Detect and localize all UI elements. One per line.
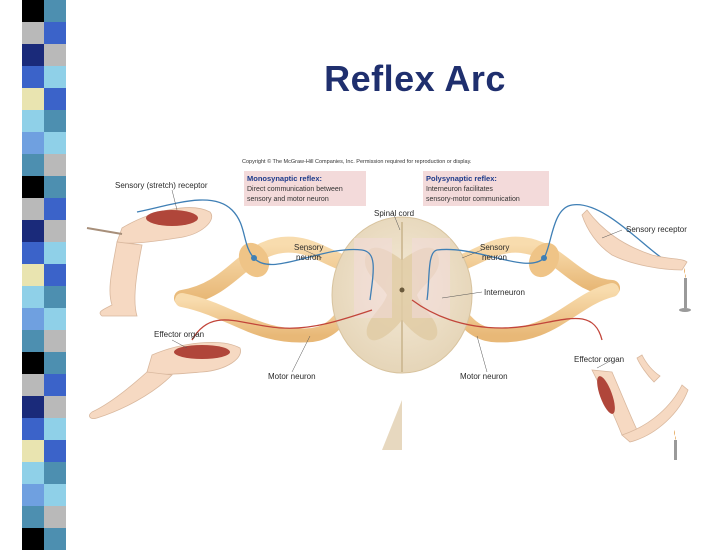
- slide-title: Reflex Arc: [324, 58, 506, 99]
- monosynaptic-box: Monosynaptic reflex: Direct communicatio…: [244, 171, 366, 206]
- spinal-cord-section: [331, 216, 473, 450]
- strip-cell: [22, 88, 44, 110]
- leg-illustration-lower: [89, 342, 241, 419]
- strip-cell: [22, 462, 44, 484]
- arm-illustration-upper: [581, 209, 691, 312]
- strip-cell: [44, 88, 66, 110]
- strip-cell: [22, 484, 44, 506]
- label-sensory-neuron-left-2: neuron: [296, 253, 321, 262]
- strip-cell: [44, 264, 66, 286]
- strip-cell: [22, 242, 44, 264]
- strip-cell: [22, 352, 44, 374]
- label-interneuron: Interneuron: [484, 288, 525, 297]
- monosynaptic-line-2: sensory and motor neuron: [247, 196, 329, 203]
- strip-cell: [44, 330, 66, 352]
- strip-cell: [22, 176, 44, 198]
- polysynaptic-title: Polysynaptic reflex:: [426, 174, 497, 183]
- label-motor-neuron-left: Motor neuron: [268, 372, 316, 381]
- label-sensory-neuron-right-2: neuron: [482, 253, 507, 262]
- strip-cell: [44, 396, 66, 418]
- label-sensory-neuron-left-1: Sensory: [294, 243, 323, 252]
- strip-cell: [44, 132, 66, 154]
- leg-illustration-upper: [86, 207, 213, 317]
- strip-cell: [44, 220, 66, 242]
- strip-cell: [22, 154, 44, 176]
- strip-cell: [44, 528, 66, 550]
- strip-cell: [22, 110, 44, 132]
- strip-cell: [22, 418, 44, 440]
- polysynaptic-line-2: sensory-motor communication: [426, 196, 520, 203]
- label-motor-neuron-right: Motor neuron: [460, 372, 508, 381]
- strip-cell: [22, 0, 44, 22]
- strip-cell: [44, 22, 66, 44]
- label-leader-lines: [171, 189, 623, 373]
- label-sensory-neuron-right-1: Sensory: [480, 243, 509, 252]
- strip-cell: [44, 440, 66, 462]
- strip-cell: [22, 264, 44, 286]
- strip-cell: [22, 22, 44, 44]
- strip-cell: [22, 66, 44, 88]
- strip-cell: [44, 506, 66, 528]
- strip-cell: [44, 418, 66, 440]
- strip-cell: [22, 440, 44, 462]
- strip-cell: [22, 308, 44, 330]
- strip-cell: [22, 286, 44, 308]
- strip-cell: [22, 220, 44, 242]
- strip-cell: [22, 528, 44, 550]
- sensory-axons: [136, 199, 663, 301]
- label-sensory-receptor: Sensory receptor: [626, 225, 687, 234]
- strip-cell: [44, 198, 66, 220]
- strip-cell: [44, 66, 66, 88]
- strip-cell: [44, 176, 66, 198]
- strip-cell: [44, 0, 66, 22]
- motor-axons: [191, 299, 603, 341]
- monosynaptic-line-1: Direct communication between: [247, 186, 343, 193]
- strip-cell: [44, 352, 66, 374]
- label-sensory-stretch-receptor: Sensory (stretch) receptor: [115, 181, 208, 190]
- strip-cell: [22, 44, 44, 66]
- strip-cell: [22, 396, 44, 418]
- strip-cell: [22, 198, 44, 220]
- label-effector-organ-left: Effector organ: [154, 330, 204, 339]
- strip-cell: [44, 286, 66, 308]
- polysynaptic-box: Polysynaptic reflex: Interneuron facilit…: [423, 171, 549, 206]
- strip-cell: [44, 154, 66, 176]
- monosynaptic-title: Monosynaptic reflex:: [247, 174, 322, 183]
- strip-cell: [22, 374, 44, 396]
- strip-cell: [22, 506, 44, 528]
- strip-cell: [22, 132, 44, 154]
- copyright-notice: Copyright © The McGraw-Hill Companies, I…: [242, 158, 472, 165]
- label-spinal-cord: Spinal cord: [374, 209, 414, 218]
- arm-illustration-lower: [591, 354, 689, 460]
- label-effector-organ-right: Effector organ: [574, 355, 624, 364]
- reflex-arc-figure: Copyright © The McGraw-Hill Companies, I…: [82, 150, 714, 460]
- strip-cell: [44, 374, 66, 396]
- decorative-color-strip: [22, 0, 66, 550]
- strip-cell: [44, 44, 66, 66]
- strip-cell: [44, 484, 66, 506]
- reflex-arc-diagram: Copyright © The McGraw-Hill Companies, I…: [86, 158, 691, 460]
- strip-cell: [44, 462, 66, 484]
- strip-cell: [44, 242, 66, 264]
- polysynaptic-line-1: Interneuron facilitates: [426, 186, 493, 193]
- strip-cell: [22, 330, 44, 352]
- strip-cell: [44, 308, 66, 330]
- strip-cell: [44, 110, 66, 132]
